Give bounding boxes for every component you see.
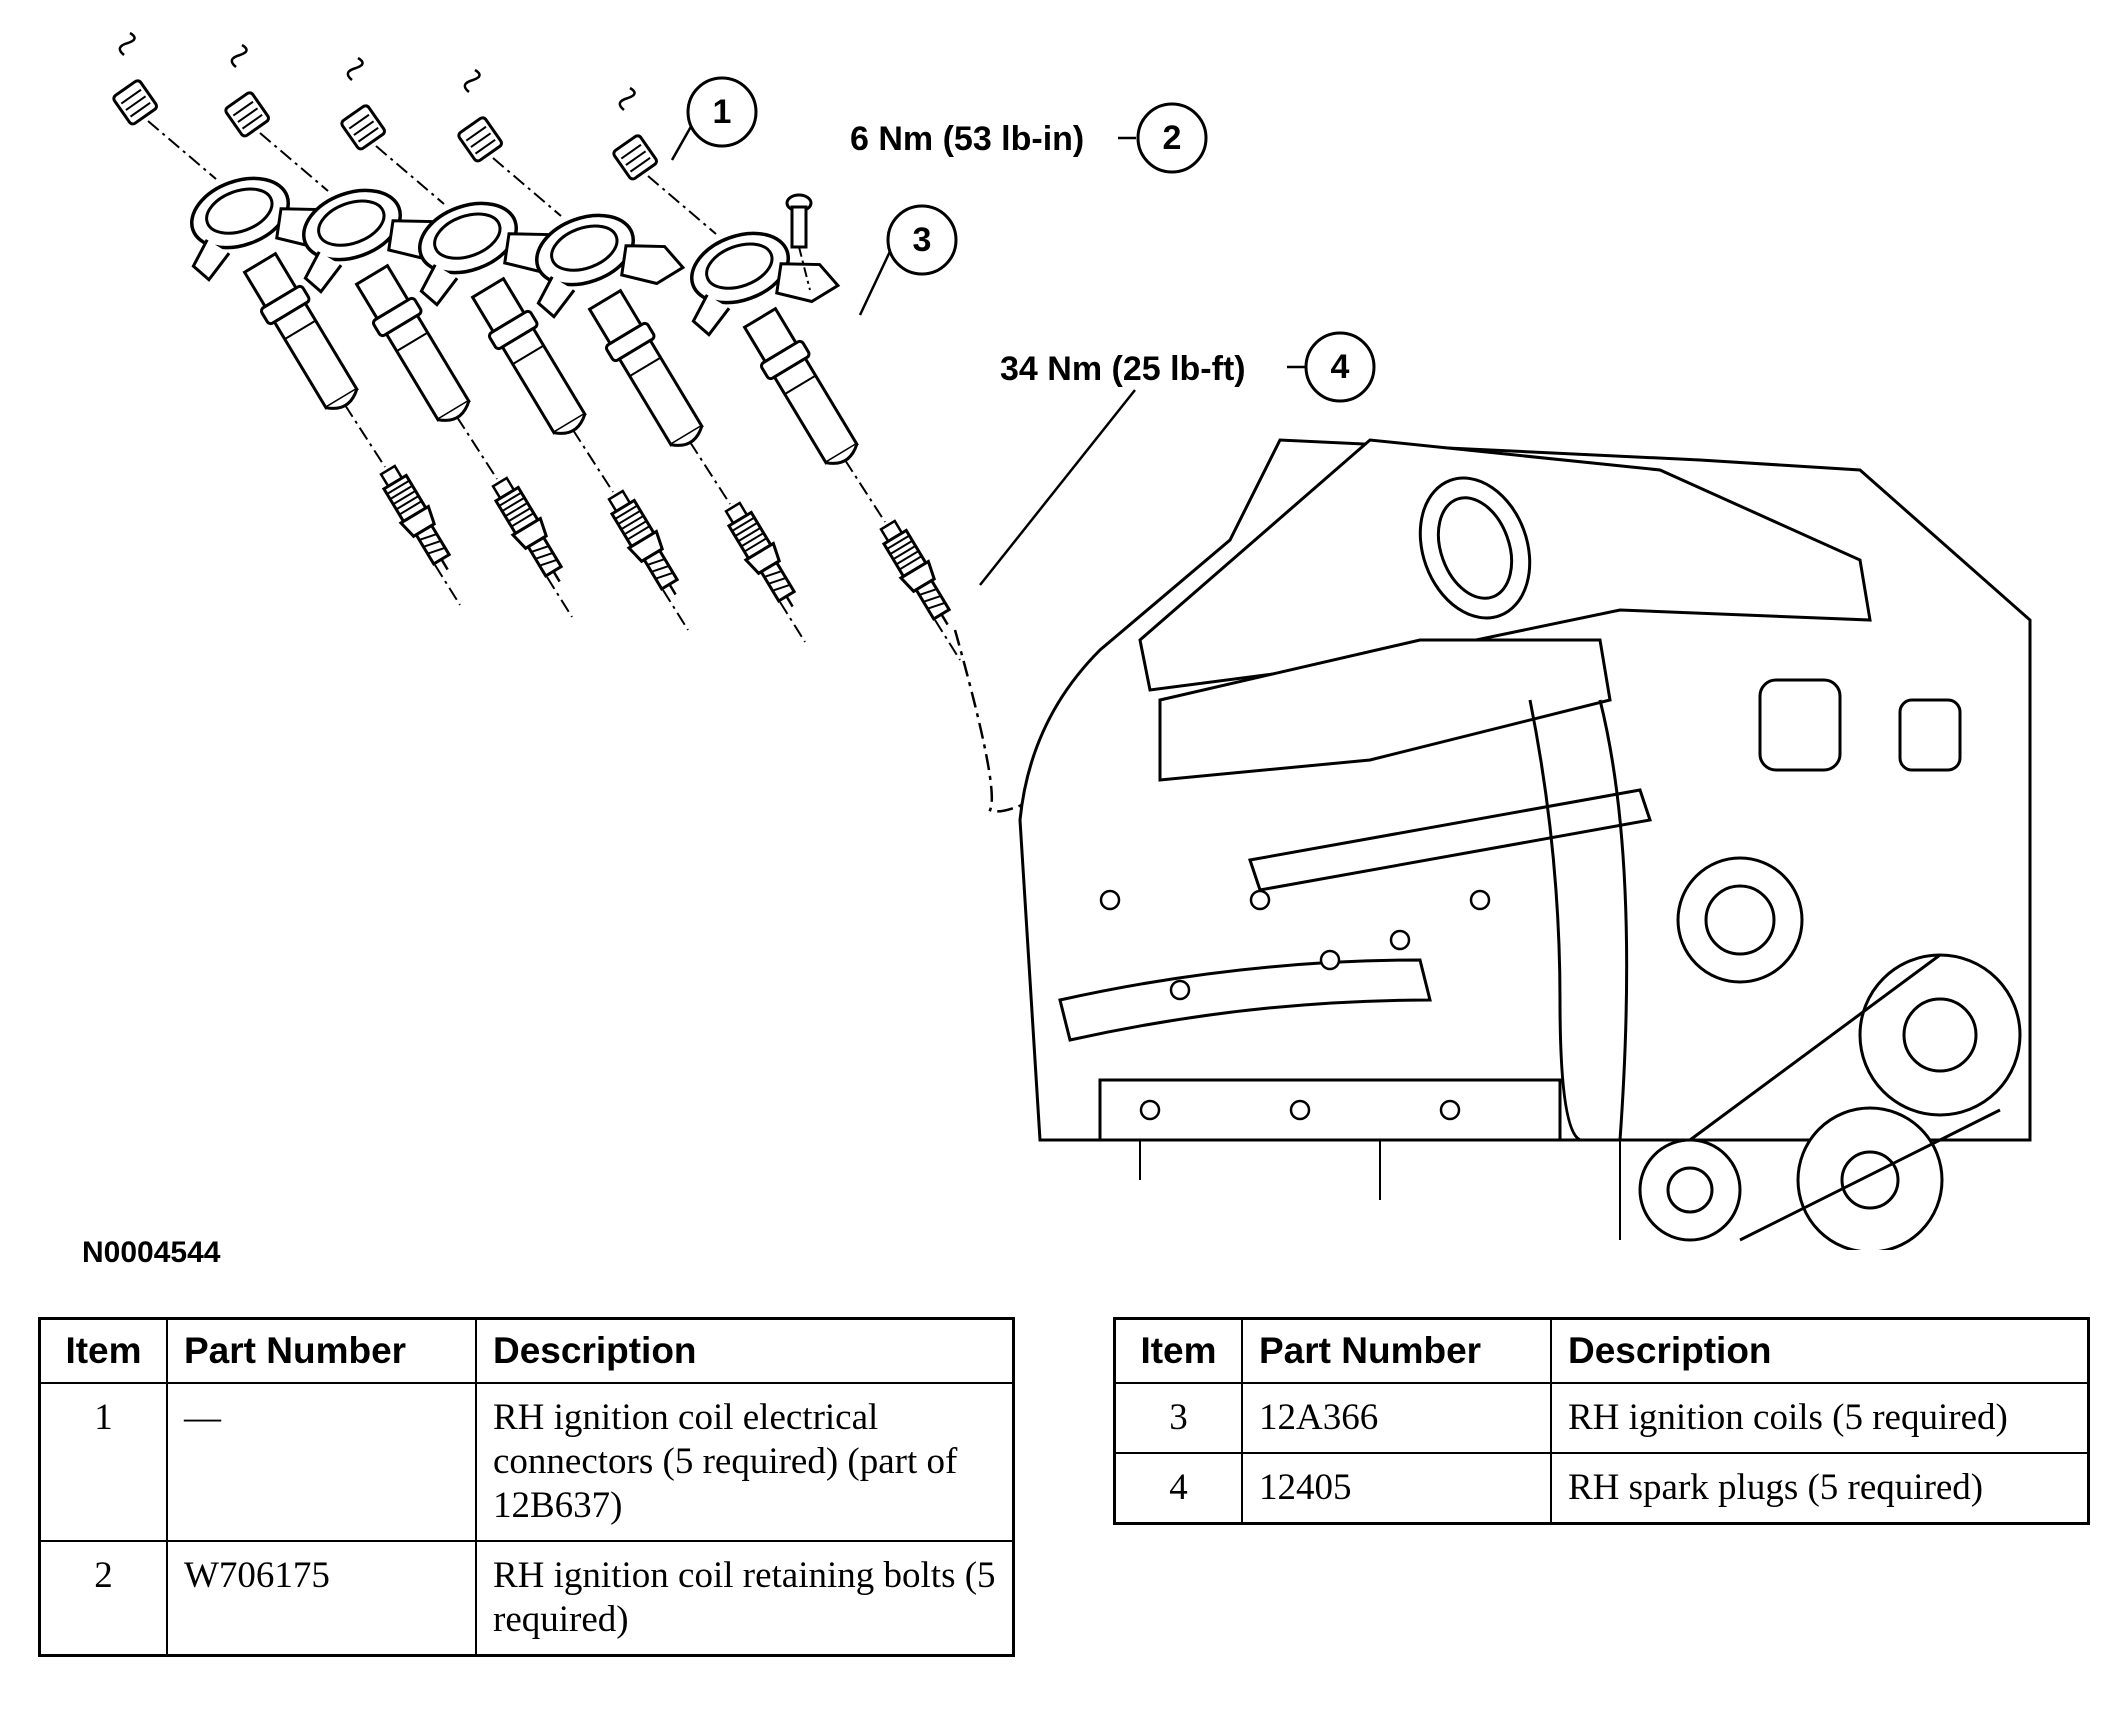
svg-text:1: 1 bbox=[713, 93, 732, 131]
figure-id: N0004544 bbox=[82, 1236, 221, 1269]
table-row: 4 12405 RH spark plugs (5 required) bbox=[1113, 1452, 2090, 1525]
cell-description: RH ignition coil retaining bolts (5 requ… bbox=[475, 1540, 1015, 1657]
header-item: Item bbox=[1113, 1317, 1243, 1384]
cell-part-number: — bbox=[166, 1382, 477, 1542]
callout-3: 3 bbox=[886, 204, 958, 276]
exploded-view-diagram: 1 6 Nm (53 lb-in) 2 3 34 Nm (25 lb-ft) 4 bbox=[110, 31, 2032, 1250]
header-description: Description bbox=[1550, 1317, 2090, 1384]
table-row: 3 12A366 RH ignition coils (5 required) bbox=[1113, 1382, 2090, 1454]
header-description: Description bbox=[475, 1317, 1015, 1384]
header-part-number: Part Number bbox=[166, 1317, 477, 1384]
svg-text:4: 4 bbox=[1331, 348, 1350, 386]
header-item: Item bbox=[38, 1317, 168, 1384]
callout-4-torque: 34 Nm (25 lb-ft) bbox=[1000, 350, 1246, 388]
cell-description: RH spark plugs (5 required) bbox=[1550, 1452, 2090, 1525]
cell-part-number: W706175 bbox=[166, 1540, 477, 1657]
table-header-row: Item Part Number Description bbox=[1113, 1317, 2090, 1384]
cell-part-number: 12A366 bbox=[1241, 1382, 1552, 1454]
cell-item: 2 bbox=[38, 1540, 168, 1657]
cell-part-number: 12405 bbox=[1241, 1452, 1552, 1525]
svg-text:2: 2 bbox=[1163, 119, 1182, 157]
engine-illustration bbox=[1018, 438, 2032, 1250]
parts-table-right: Item Part Number Description 3 12A366 RH… bbox=[1113, 1317, 2090, 1525]
header-part-number: Part Number bbox=[1241, 1317, 1552, 1384]
svg-text:3: 3 bbox=[913, 221, 932, 259]
cell-description: RH ignition coils (5 required) bbox=[1550, 1382, 2090, 1454]
table-row: 2 W706175 RH ignition coil retaining bol… bbox=[38, 1540, 1015, 1657]
callout-1: 1 bbox=[686, 76, 758, 148]
callout-4: 34 Nm (25 lb-ft) 4 bbox=[1000, 331, 1376, 403]
parts-table-left: Item Part Number Description 1 — RH igni… bbox=[38, 1317, 1015, 1657]
table-header-row: Item Part Number Description bbox=[38, 1317, 1015, 1384]
callout-leaders bbox=[670, 122, 1310, 586]
retaining-bolt bbox=[785, 193, 813, 291]
cell-item: 1 bbox=[38, 1382, 168, 1542]
callout-2: 6 Nm (53 lb-in) 2 bbox=[850, 102, 1208, 174]
cell-description: RH ignition coil electrical connectors (… bbox=[475, 1382, 1015, 1542]
callout-2-torque: 6 Nm (53 lb-in) bbox=[850, 120, 1084, 158]
cell-item: 4 bbox=[1113, 1452, 1243, 1525]
table-row: 1 — RH ignition coil electrical connecto… bbox=[38, 1382, 1015, 1542]
cell-item: 3 bbox=[1113, 1382, 1243, 1454]
